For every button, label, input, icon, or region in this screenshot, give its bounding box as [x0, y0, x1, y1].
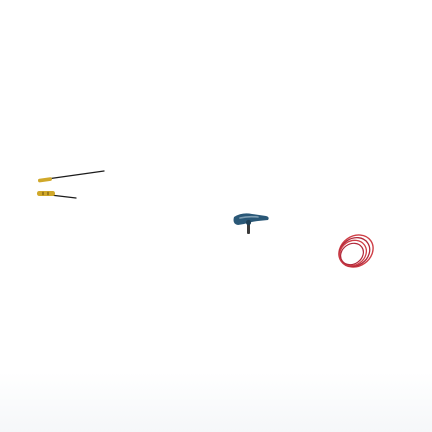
clamp-highlight: [239, 215, 259, 219]
o-ring: [338, 239, 368, 267]
clamp-stem: [247, 223, 250, 234]
screwdriver-handle-bottom: [37, 191, 55, 196]
screwdriver-handle-top: [37, 177, 52, 183]
clamp-body: [233, 213, 269, 225]
o-ring: [340, 242, 364, 266]
screwdriver-grip-band: [42, 191, 44, 196]
screwdriver-icon[interactable]: [34, 168, 108, 204]
screwdriver-grip-band: [47, 191, 49, 196]
clamp-pivot: [245, 219, 252, 226]
floor-shadow: [0, 372, 432, 432]
ring-icon[interactable]: [332, 228, 380, 274]
clamp-icon[interactable]: [230, 208, 274, 238]
